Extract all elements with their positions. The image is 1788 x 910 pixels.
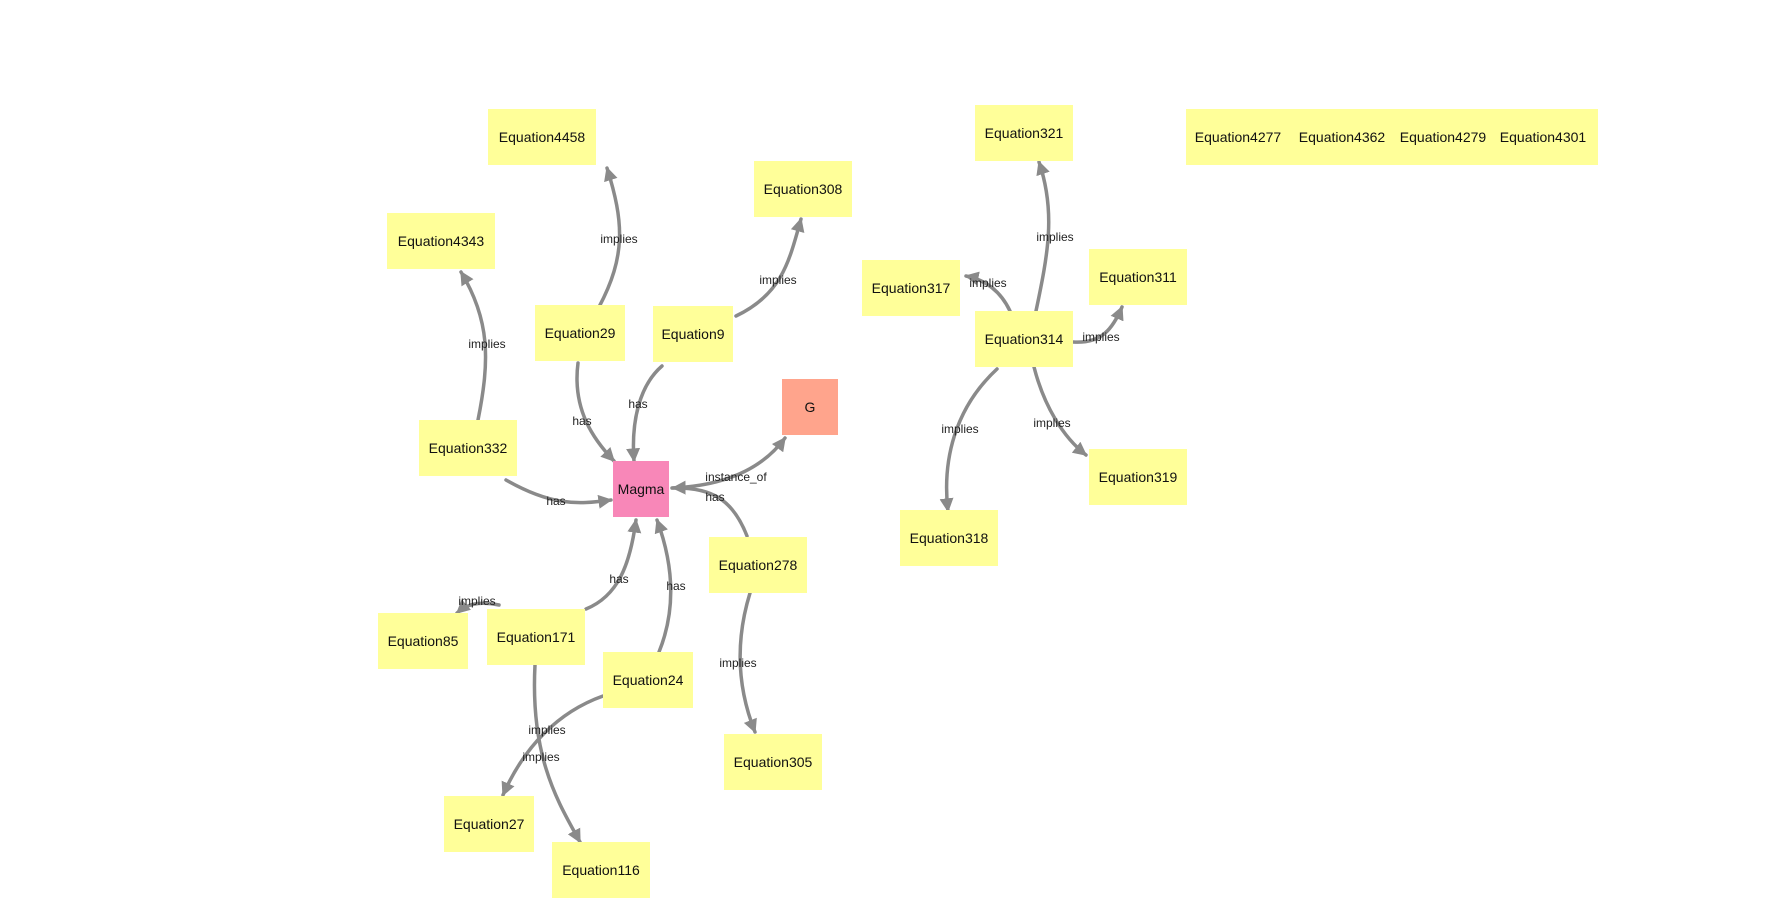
- edge-equation314-equation318: [939, 367, 999, 513]
- node-equation308[interactable]: Equation308: [754, 161, 852, 217]
- edge-equation314-equation319: [1032, 365, 1088, 457]
- edge-label: implies: [522, 750, 559, 764]
- edge-label: has: [705, 490, 724, 504]
- edge-label: implies: [1033, 416, 1070, 430]
- node-equation278[interactable]: Equation278: [709, 537, 807, 593]
- edge-equation24-equation27: [501, 694, 605, 797]
- node-equation311[interactable]: Equation311: [1089, 249, 1187, 305]
- edge-equation9-equation308: [734, 217, 805, 318]
- node-equation314[interactable]: Equation314: [975, 311, 1073, 367]
- edge-equation29-magma: [575, 361, 616, 463]
- edge-label: instance_of: [705, 470, 767, 484]
- equation-group-box: [1186, 109, 1598, 165]
- edge-label: implies: [1082, 330, 1119, 344]
- edge-equation314-equation317: [964, 271, 1012, 313]
- node-magma[interactable]: Magma: [613, 461, 669, 517]
- edge-equation314-equation311: [1071, 305, 1124, 344]
- edge-equation332-magma: [504, 478, 613, 509]
- node-equation29[interactable]: Equation29: [535, 305, 625, 361]
- node-equation9[interactable]: Equation9: [653, 306, 733, 362]
- edge-label: implies: [458, 594, 495, 608]
- node-equation4343[interactable]: Equation4343: [387, 213, 495, 269]
- edge-equation171-equation116: [532, 663, 582, 844]
- node-equation305[interactable]: Equation305: [724, 734, 822, 790]
- node-equation4458[interactable]: Equation4458: [488, 109, 596, 165]
- edge-label: has: [666, 579, 685, 593]
- edge-equation24-magma: [654, 518, 673, 654]
- edge-label: implies: [1036, 230, 1073, 244]
- node-equation27[interactable]: Equation27: [444, 796, 534, 852]
- edge-equation171-equation85: [455, 599, 501, 615]
- edge-label: implies: [719, 656, 756, 670]
- edge-equation332-equation4343: [459, 270, 488, 422]
- node-equation116[interactable]: Equation116: [552, 842, 650, 898]
- node-equation4362[interactable]: Equation4362: [1298, 129, 1386, 145]
- edge-equation314-equation321: [1034, 160, 1051, 313]
- edge-equation29-equation4458: [597, 166, 622, 309]
- edge-label: implies: [468, 337, 505, 351]
- node-equation4279[interactable]: Equation4279: [1399, 129, 1487, 145]
- node-equation332[interactable]: Equation332: [419, 420, 517, 476]
- edge-label: has: [628, 397, 647, 411]
- edge-equation171-magma: [584, 518, 642, 611]
- edge-label: implies: [941, 422, 978, 436]
- node-equation318[interactable]: Equation318: [900, 510, 998, 566]
- edge-label: has: [572, 414, 591, 428]
- edge-label: implies: [528, 723, 565, 737]
- node-g[interactable]: G: [782, 379, 838, 435]
- edge-label: has: [546, 494, 565, 508]
- edge-equation278-equation305: [738, 591, 757, 734]
- edge-label: implies: [969, 276, 1006, 290]
- node-equation171[interactable]: Equation171: [487, 609, 585, 665]
- node-equation321[interactable]: Equation321: [975, 105, 1073, 161]
- node-equation4277[interactable]: Equation4277: [1194, 129, 1282, 145]
- node-equation24[interactable]: Equation24: [603, 652, 693, 708]
- edge-label: implies: [600, 232, 637, 246]
- edge-equation278-magma: [671, 480, 749, 538]
- node-equation4301[interactable]: Equation4301: [1499, 129, 1587, 145]
- edge-label: has: [609, 572, 628, 586]
- edge-label: implies: [759, 273, 796, 287]
- node-equation85[interactable]: Equation85: [378, 613, 468, 669]
- node-equation319[interactable]: Equation319: [1089, 449, 1187, 505]
- node-equation317[interactable]: Equation317: [862, 260, 960, 316]
- edge-equation9-magma: [626, 364, 664, 463]
